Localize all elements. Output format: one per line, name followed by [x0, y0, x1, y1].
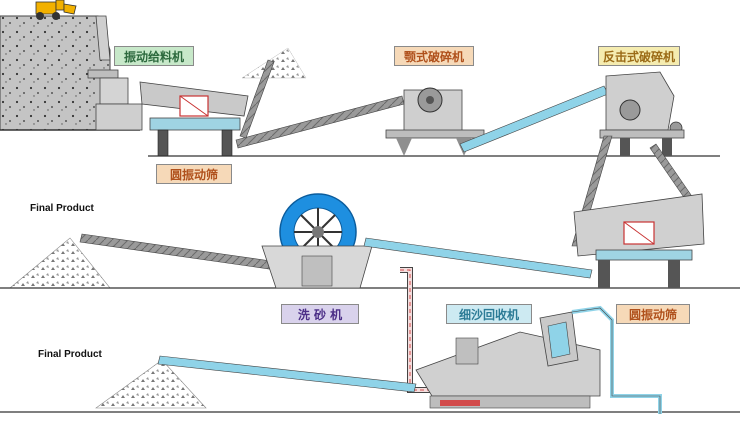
jaw-crusher-machine — [385, 87, 485, 156]
conveyor-washer-to-screen — [363, 237, 593, 279]
label-jaw-crusher: 颚式破碎机 — [394, 46, 474, 66]
wheel-loader-icon — [35, 0, 77, 20]
final-product-pile-1 — [9, 237, 111, 289]
label-circular-screen-bottom: 圆振动筛 — [616, 304, 690, 324]
sand-recycler-machine — [415, 311, 601, 409]
label-impact-crusher: 反击式破碎机 — [598, 46, 680, 66]
final-product-label-2: Final Product — [38, 349, 102, 360]
conveyor-to-jaw — [235, 95, 405, 149]
label-sand-washer: 洗 砂 机 — [281, 304, 359, 324]
water-pipe-right — [571, 305, 662, 414]
sand-washer-machine — [261, 193, 373, 289]
conveyor-to-impact — [459, 85, 609, 153]
final-product-label-1: Final Product — [30, 203, 94, 214]
conveyor-stockpile-top — [239, 47, 307, 139]
label-vibrating-feeder: 振动给料机 — [114, 46, 194, 66]
conveyor-to-pile-1 — [79, 233, 279, 271]
circular-screen-lower — [573, 193, 705, 288]
conveyor-to-pile-2 — [157, 355, 417, 393]
label-sand-recycler: 细沙回收机 — [446, 304, 532, 324]
label-circular-screen-top: 圆振动筛 — [156, 164, 232, 184]
slurry-pipe — [400, 267, 430, 393]
final-product-pile-2 — [95, 359, 207, 409]
impact-crusher-machine — [599, 71, 685, 156]
vibrating-feeder-machine — [139, 81, 249, 157]
feeder-hopper — [87, 15, 143, 131]
